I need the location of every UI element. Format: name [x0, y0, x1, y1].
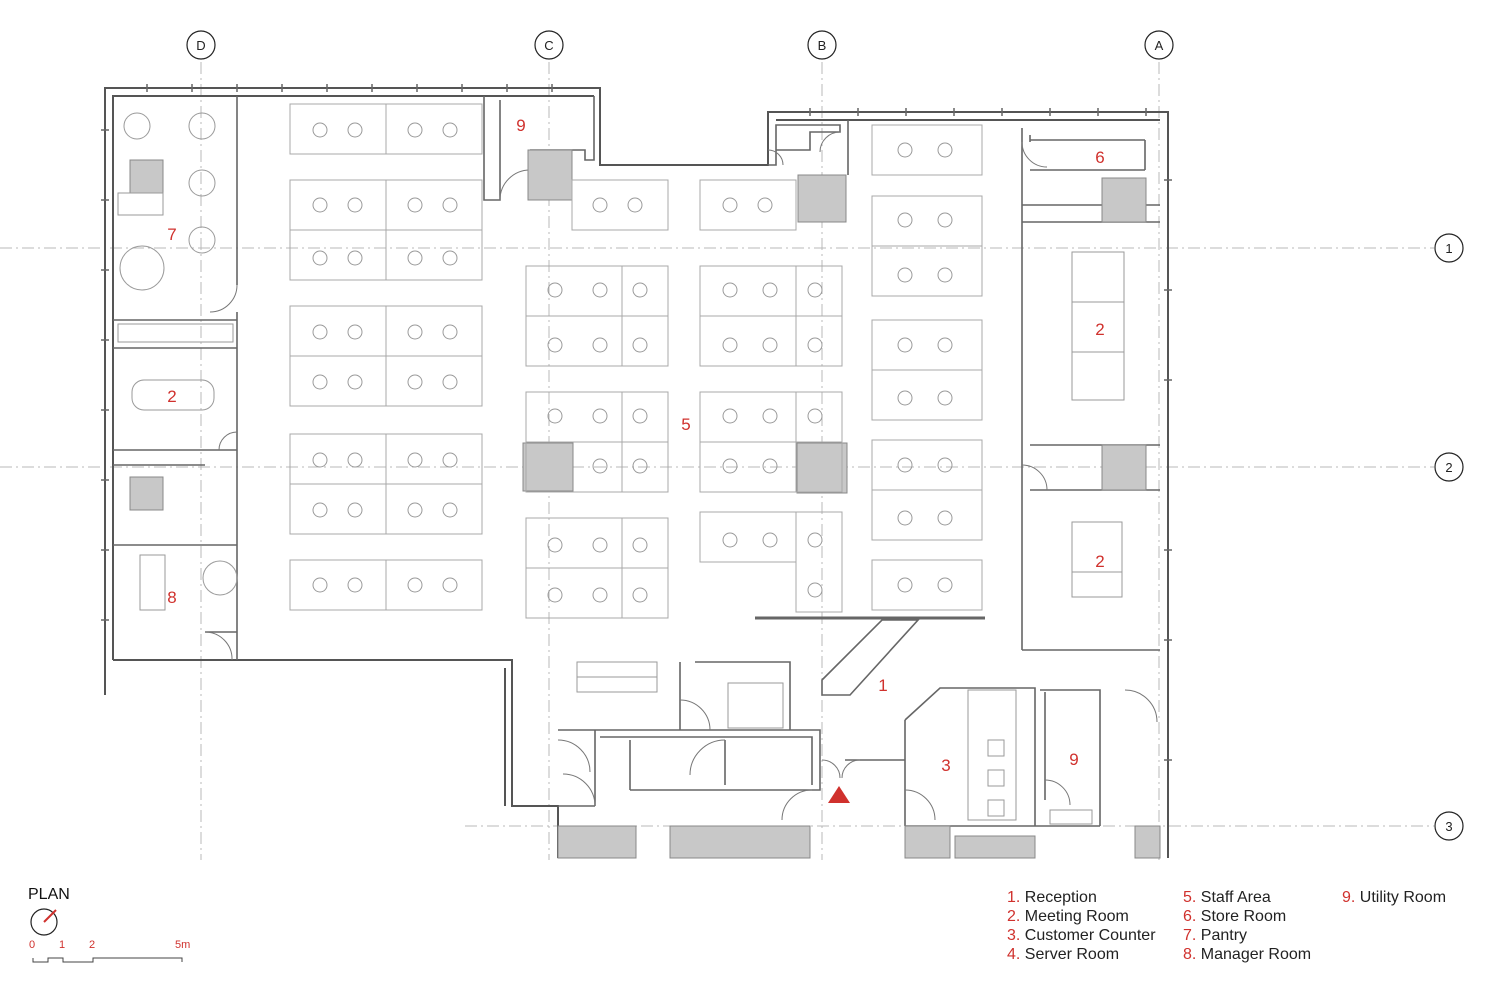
room-number-staff-area: 5 [681, 415, 690, 434]
legend-item-staff-area: 5. Staff Area [1183, 889, 1271, 906]
grid-bubble-3 [1434, 811, 1464, 841]
scale-bar [32, 957, 183, 963]
scale-tick-1: 1 [59, 939, 66, 951]
columns [129, 149, 1161, 859]
legend-item-pantry: 7. Pantry [1183, 927, 1248, 944]
legend-column-2: 5. Staff Area 6. Store Room 7. Pantry 8.… [1183, 888, 1311, 964]
legend-item-customer-counter: 3. Customer Counter [1007, 927, 1156, 944]
grid-bubble-a [1144, 30, 1174, 60]
legend-column-3: 9. Utility Room [1342, 888, 1446, 907]
grid-label-a: A [1155, 38, 1164, 53]
window-mullions [101, 84, 1172, 761]
grid-bubbles [186, 30, 1464, 841]
legend-item-store-room: 6. Store Room [1183, 908, 1287, 925]
legend-item-utility-room: 9. Utility Room [1342, 889, 1447, 906]
legend-item-server-room: 4. Server Room [1007, 946, 1120, 963]
room-number-reception: 1 [878, 676, 887, 695]
grid-label-d: D [196, 38, 205, 53]
room-number-utility-top: 9 [516, 116, 525, 135]
grid-label-2: 2 [1445, 460, 1452, 475]
interior-walls [113, 96, 1160, 827]
scale-tick-0: 0 [29, 939, 36, 951]
room-number-manager-room: 8 [167, 588, 176, 607]
grid-bubble-d [186, 30, 216, 60]
room-number-customer-counter: 3 [941, 756, 950, 775]
meeting-tables [131, 251, 1125, 825]
workstations [289, 103, 983, 619]
grid-label-1: 1 [1445, 241, 1452, 256]
grid-label-3: 3 [1445, 819, 1452, 834]
pantry-furniture [117, 112, 234, 343]
grid-bubble-2 [1434, 452, 1464, 482]
room-number-meeting-right-top: 2 [1095, 320, 1104, 339]
room-number-meeting-right-bottom: 2 [1095, 552, 1104, 571]
grid-bubble-b [807, 30, 837, 60]
room-number-pantry: 7 [167, 225, 176, 244]
room-number-meeting-left: 2 [167, 387, 176, 406]
legend-item-meeting-room: 2. Meeting Room [1007, 908, 1129, 925]
north-arrow-icon [30, 908, 58, 936]
grid-label-c: C [544, 38, 553, 53]
grid-label-b: B [818, 38, 827, 53]
room-number-utility-bottom: 9 [1069, 750, 1078, 769]
legend-item-reception: 1. Reception [1007, 889, 1097, 906]
legend-column-1: 1. Reception 2. Meeting Room 3. Customer… [1007, 888, 1156, 964]
grid-bubble-1 [1434, 233, 1464, 263]
legend-item-manager-room: 8. Manager Room [1183, 946, 1312, 963]
doors [204, 131, 1158, 821]
scale-tick-2: 2 [89, 939, 96, 951]
grid-bubble-c [534, 30, 564, 60]
scale-tick-5m: 5m [175, 939, 191, 951]
entrance-marker [828, 786, 850, 803]
exterior-walls [104, 87, 1169, 858]
room-number-store-room: 6 [1095, 148, 1104, 167]
plan-title: PLAN [28, 886, 70, 903]
